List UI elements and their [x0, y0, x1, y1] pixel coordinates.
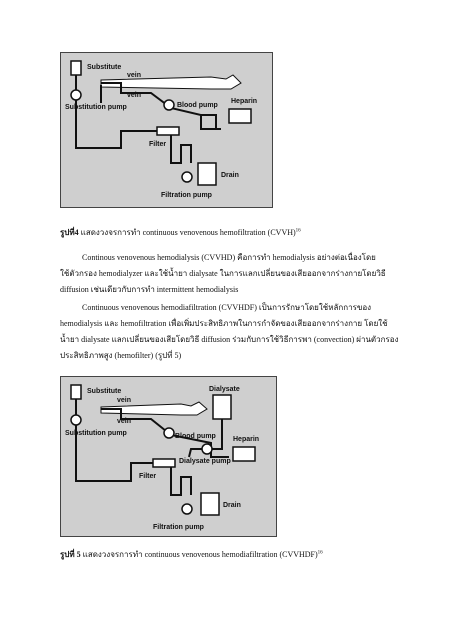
drain-container-icon: [197, 162, 217, 186]
drain-label: Drain: [223, 502, 241, 509]
figure-4-number: รูปที่4: [60, 228, 79, 237]
blood-pump-icon: [163, 99, 175, 111]
vein-top-label: vein: [127, 72, 141, 79]
arm-icon: [100, 401, 208, 416]
filter-label: Filter: [149, 141, 166, 148]
figure-4-diagram: Substitute vein vein Substitution pump B…: [60, 52, 273, 208]
vein-bottom-label: vein: [127, 92, 141, 99]
figure-4-caption: รูปที่4 แสดงวงจรการทำ continuous venoven…: [60, 226, 301, 239]
paragraph-line: ใช้ตัวกรอง hemodialyzer และใช้น้ำยา dial…: [60, 269, 386, 278]
paragraph-line: hemodialysis และ hemofiltration เพื่อเพิ…: [60, 319, 388, 328]
paragraph-cvvhdf: Continuous venovenous hemodiafiltration …: [60, 300, 405, 364]
filtration-pump-icon: [181, 171, 193, 183]
filtration-pump-label: Filtration pump: [153, 524, 204, 531]
dialysate-bag-icon: [212, 394, 232, 420]
figure-5-diagram: Substitute vein vein Dialysate Substitut…: [60, 376, 277, 537]
heparin-syringe-icon: [232, 446, 256, 462]
blood-pump-label: Blood pump: [177, 102, 218, 109]
paragraph-line: Continous venovenous hemodialysis (CVVHD…: [82, 253, 376, 262]
substitution-pump-label: Substitution pump: [65, 430, 127, 437]
paragraph-line: น้ำยา dialysate แลกเปลี่ยนของเสียโดยวิธี…: [60, 335, 399, 344]
substitute-bag-icon: [70, 384, 82, 400]
figure-5-reference: 16: [317, 550, 323, 556]
cvvh-circuit-diagram: Substitute vein vein Substitution pump B…: [65, 60, 257, 199]
dialysate-pump-label: Dialysate pump: [179, 458, 231, 465]
substitute-label: Substitute: [87, 64, 121, 71]
dialysate-label: Dialysate: [209, 386, 240, 393]
figure-5-number: รูปที่ 5: [60, 550, 81, 559]
heparin-label: Heparin: [231, 98, 257, 105]
substitution-pump-icon: [70, 89, 82, 101]
substitute-bag-icon: [70, 60, 82, 76]
figure-5-caption: รูปที่ 5 แสดงวงจรการทำ continuous venove…: [60, 548, 323, 561]
cvvhdf-circuit-diagram: Substitute vein vein Dialysate Substitut…: [65, 384, 259, 531]
drain-label: Drain: [221, 172, 239, 179]
vein-bottom-label: vein: [117, 418, 131, 425]
figure-4-caption-text: แสดงวงจรการทำ continuous venovenous hemo…: [78, 228, 296, 237]
heparin-syringe-icon: [228, 108, 252, 124]
dialysate-pump-icon: [201, 443, 213, 455]
filtration-pump-icon: [181, 503, 193, 515]
figure-5-caption-text: แสดงวงจรการทำ continuous venovenous hemo…: [80, 550, 318, 559]
vein-top-label: vein: [117, 397, 131, 404]
blood-pump-label: Blood pump: [175, 433, 216, 440]
arm-icon: [100, 74, 242, 90]
substitute-label: Substitute: [87, 388, 121, 395]
substitution-pump-icon: [70, 414, 82, 426]
drain-container-icon: [200, 492, 220, 516]
filter-label: Filter: [139, 473, 156, 480]
paragraph-line: Continuous venovenous hemodiafiltration …: [82, 303, 372, 312]
figure-4-reference: 16: [295, 228, 301, 234]
filtration-pump-label: Filtration pump: [161, 192, 212, 199]
blood-pump-icon: [163, 427, 175, 439]
circuit-tubing: [75, 399, 229, 482]
filter-icon: [152, 458, 176, 468]
paragraph-line: ประสิทธิภาพสูง (hemofilter) (รูปที่ 5): [60, 351, 182, 360]
filter-icon: [156, 126, 180, 136]
paragraph-line: diffusion เช่นเดียวกับการทำ intermittent…: [60, 285, 239, 294]
substitution-pump-label: Substitution pump: [65, 104, 127, 111]
paragraph-cvvhd: Continous venovenous hemodialysis (CVVHD…: [60, 250, 405, 298]
heparin-label: Heparin: [233, 436, 259, 443]
